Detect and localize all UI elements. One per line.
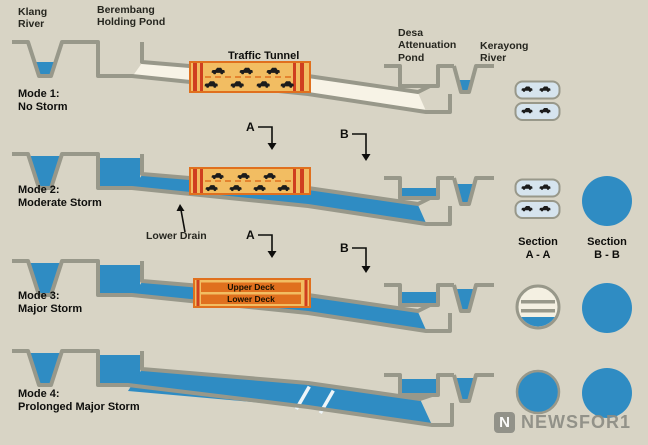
section-aa-decks-icon-mode1 [514, 80, 561, 121]
holding-pond-water [100, 355, 140, 384]
desa-pond-water [402, 379, 436, 394]
terrain-outline [12, 349, 494, 427]
section-bb-flooded-icon-mode2 [582, 176, 632, 226]
tunnel-water-full [128, 369, 432, 425]
section-aa-flooded-icon-mode4 [515, 369, 561, 415]
section-bb-flooded-icon-mode4 [582, 368, 632, 418]
klang-river-water [35, 62, 55, 75]
newsfor1-logo: N [494, 412, 515, 433]
down-arrow-icon [352, 247, 371, 273]
traffic-tunnel-label: Traffic Tunnel [228, 50, 300, 62]
holding-pond-water [100, 265, 140, 294]
down-arrow-icon [258, 126, 277, 150]
upper-deck-label: Upper Deck [227, 282, 275, 292]
mode-4-profile [12, 349, 494, 427]
section-marker-b-1: B [340, 127, 349, 141]
desa-pond-water [402, 188, 436, 197]
section-aa-label: Section A - A [518, 236, 558, 261]
section-marker-b-2: B [340, 241, 349, 255]
lower-deck-band [201, 294, 301, 304]
traffic-tunnel-box [189, 167, 311, 195]
section-aa-decks-icon-mode2 [514, 178, 561, 219]
section-marker-a-2: A [246, 228, 255, 242]
section-bb-label: Section B - B [587, 236, 627, 261]
traffic-tunnel-box [189, 61, 311, 93]
up-arrow-icon [176, 204, 186, 233]
down-arrow-icon [352, 133, 371, 161]
mode-2-label: Mode 2: Moderate Storm [18, 184, 102, 209]
mode-1-label: Mode 1: No Storm [18, 88, 68, 113]
berembang-pond-label: Berembang Holding Pond [97, 4, 166, 29]
newsfor1-watermark: N NEWSFOR1 [494, 412, 631, 433]
desa-pond-label: Desa Attenuation Pond [398, 27, 457, 64]
mode-3-profile [12, 259, 494, 333]
section-bb-flooded-icon-mode3 [582, 283, 632, 333]
kerayong-river-label: Kerayong River [480, 40, 529, 65]
traffic-tunnel-deck-box [193, 278, 311, 308]
mode-3-label: Mode 3: Major Storm [18, 290, 83, 315]
desa-pond-water [402, 292, 436, 304]
mode-4-label: Mode 4: Prolonged Major Storm [18, 388, 140, 413]
lower-deck-label: Lower Deck [227, 294, 275, 304]
newsfor1-text: NEWSFOR1 [521, 412, 632, 432]
lower-drain-label: Lower Drain [146, 230, 207, 242]
down-arrow-icon [258, 234, 277, 258]
mode-1-profile [12, 40, 494, 114]
upper-deck-band [201, 282, 301, 292]
section-marker-a-1: A [246, 120, 255, 134]
klang-river-label: Klang River [18, 6, 48, 31]
holding-pond-water [100, 158, 140, 187]
mode-2-profile [12, 152, 494, 226]
section-aa-empty-decks-icon-mode3 [515, 284, 561, 330]
